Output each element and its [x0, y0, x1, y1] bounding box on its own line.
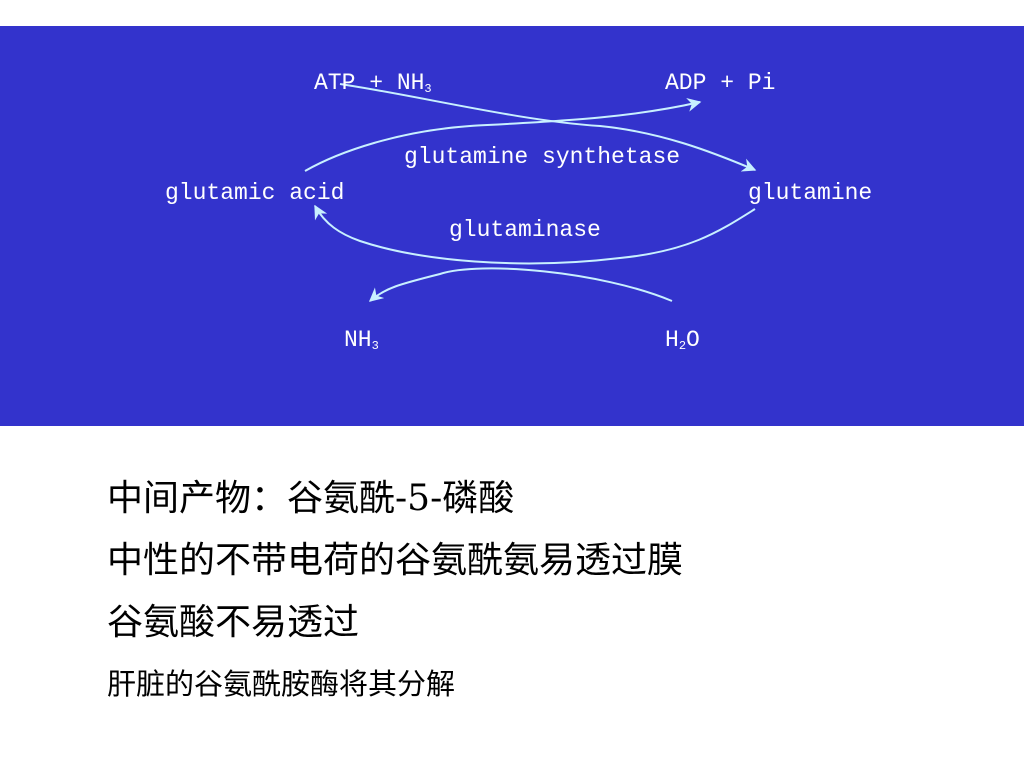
- arrow-glutamine-to-glutamic: [314, 204, 756, 265]
- arrow-glutamic-to-adp: [304, 97, 702, 172]
- arrow-atp-to-glutamine: [339, 83, 757, 172]
- glutamic-acid-label: glutamic acid: [165, 180, 345, 206]
- arrow-h2o-to-nh3: [368, 267, 673, 302]
- note-liver-glutaminase: 肝脏的谷氨酰胺酶将其分解: [107, 667, 456, 701]
- diagram-panel: ATP + NH3 ADP + Pi glutamine synthetase …: [0, 26, 1024, 426]
- h2o-label: H2O: [665, 327, 700, 353]
- glutaminase-label: glutaminase: [449, 217, 601, 243]
- glutamine-synthetase-label: glutamine synthetase: [404, 144, 681, 170]
- reaction-arrows: [304, 83, 757, 302]
- atp-nh3-label: ATP + NH3: [314, 70, 432, 96]
- note-intermediate: 中间产物：谷氨酰-5-磷酸: [107, 478, 515, 519]
- note-glutamate-impermeable: 谷氨酸不易透过: [107, 602, 360, 643]
- notes-list: 中间产物：谷氨酰-5-磷酸 中性的不带电荷的谷氨酰氨易透过膜 谷氨酸不易透过 肝…: [107, 468, 683, 712]
- glutamine-label: glutamine: [748, 180, 873, 206]
- adp-pi-label: ADP + Pi: [665, 70, 776, 96]
- note-glutamine-permeable: 中性的不带电荷的谷氨酰氨易透过膜: [107, 540, 684, 581]
- nh3-label: NH3: [344, 327, 379, 353]
